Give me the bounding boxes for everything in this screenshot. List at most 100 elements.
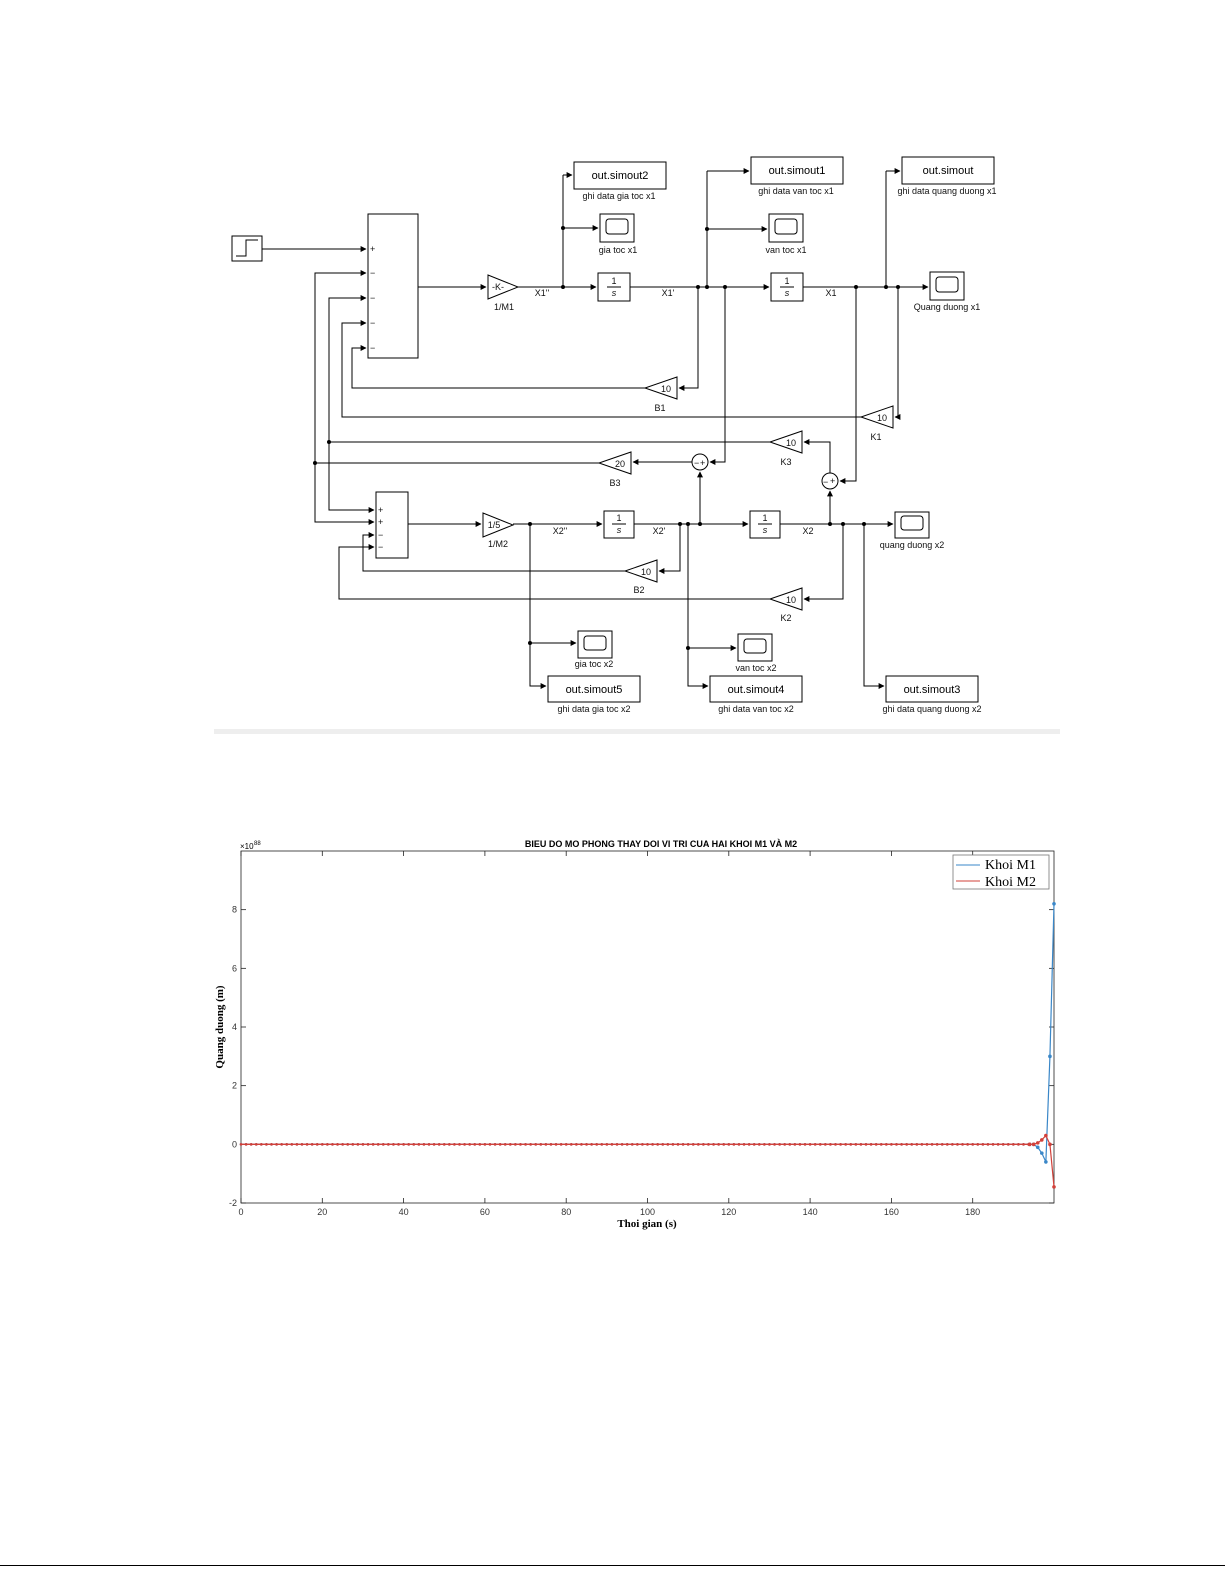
- series-2-baseline-marker: [381, 1143, 385, 1146]
- gain-k3-text: 10: [786, 438, 796, 448]
- to-workspace-simout3[interactable]: [885, 675, 979, 703]
- simout5-label: out.simout5: [566, 684, 623, 696]
- series-2-baseline-marker: [793, 1143, 797, 1146]
- x-tick-label: 180: [965, 1207, 980, 1217]
- series-2-baseline-marker: [890, 1143, 893, 1146]
- to-workspace-simout2[interactable]: [573, 161, 667, 190]
- series-2-baseline-marker: [625, 1143, 629, 1146]
- gain-b1-block[interactable]: [643, 376, 678, 400]
- label-ghi-quang-duong-x1: ghi data quang duong x1: [897, 186, 996, 196]
- sum2-sign-2: +: [378, 517, 383, 527]
- scope-quang-duong-x1[interactable]: [929, 271, 965, 301]
- series-2-baseline-marker: [331, 1143, 334, 1146]
- series-2-baseline-marker: [473, 1143, 477, 1146]
- series-2-baseline-marker: [940, 1143, 944, 1146]
- series-2-baseline-marker: [859, 1143, 863, 1146]
- series-2-baseline-marker: [874, 1143, 878, 1146]
- integrator-den-2: s: [785, 288, 790, 298]
- series-2-baseline-marker: [580, 1143, 583, 1146]
- gain-b2-text: 10: [641, 567, 651, 577]
- series-2-baseline-marker: [661, 1143, 665, 1146]
- series-2-baseline-marker: [676, 1143, 680, 1146]
- to-workspace-simout[interactable]: [901, 156, 995, 185]
- series-2-baseline-marker: [336, 1143, 339, 1146]
- label-ghi-van-toc-x2: ghi data van toc x2: [718, 704, 794, 714]
- series-2-baseline-marker: [437, 1143, 441, 1146]
- series-2-baseline-marker: [305, 1143, 309, 1146]
- y-tick-label: 8: [232, 905, 237, 915]
- gain-1-m2-block[interactable]: [482, 512, 515, 538]
- series-2-baseline-marker: [280, 1143, 283, 1146]
- series-2-baseline-marker: [981, 1143, 985, 1146]
- series-2-baseline-marker: [544, 1143, 548, 1146]
- gain-b2-block[interactable]: [623, 559, 658, 583]
- to-workspace-simout1[interactable]: [750, 156, 844, 185]
- scope-van-toc-x1[interactable]: [768, 213, 804, 243]
- scope-gia-toc-x2[interactable]: [577, 630, 613, 659]
- y-axis-label: Quang duong (m): [214, 985, 226, 1068]
- signal-x1d: X1': [662, 288, 675, 298]
- sum1-sign-3: −: [370, 293, 375, 303]
- sum2-sign-3: −: [378, 530, 383, 540]
- x-tick-label: 100: [640, 1207, 655, 1217]
- series-2-baseline-marker: [564, 1143, 568, 1146]
- x-axis-label: Thoi gian (s): [617, 1218, 677, 1230]
- label-quang-duong-x2: quang duong x2: [880, 540, 945, 550]
- series-2-baseline-marker: [392, 1143, 395, 1146]
- gain-1-m1-block[interactable]: [487, 274, 520, 300]
- to-workspace-simout4[interactable]: [709, 675, 803, 703]
- series-2-baseline-marker: [910, 1143, 914, 1146]
- series-2-baseline-marker: [600, 1143, 604, 1146]
- series-2-baseline-marker: [905, 1143, 908, 1146]
- gain-k2-block[interactable]: [768, 587, 803, 611]
- series-2-baseline-marker: [569, 1143, 573, 1146]
- to-workspace-simout5[interactable]: [547, 675, 641, 703]
- series-2-baseline-marker: [315, 1143, 319, 1146]
- series-2-baseline-marker: [732, 1143, 736, 1146]
- scope-gia-toc-x1[interactable]: [599, 213, 635, 243]
- series-2-baseline-marker: [285, 1143, 289, 1146]
- gain-k3-block[interactable]: [768, 430, 803, 454]
- label-b1: B1: [654, 403, 665, 413]
- series-2-baseline-marker: [813, 1143, 817, 1146]
- legend-label-m2: Khoi M2: [985, 875, 1036, 890]
- circle1-sign-plus: +: [700, 458, 705, 468]
- series-1-point: [1040, 1151, 1044, 1155]
- series-2-baseline-marker: [575, 1143, 578, 1146]
- series-2-baseline-marker: [376, 1143, 380, 1146]
- y-tick-label: 4: [232, 1022, 237, 1032]
- sum-block-m2[interactable]: [375, 491, 409, 559]
- label-ghi-quang-duong-x2: ghi data quang duong x2: [882, 704, 981, 714]
- series-2-baseline-marker: [818, 1143, 822, 1146]
- series-2-baseline-marker: [341, 1143, 344, 1146]
- legend-label-m1: Khoi M1: [985, 858, 1036, 873]
- series-2-point: [1044, 1133, 1048, 1138]
- series-2-baseline-marker: [971, 1143, 974, 1146]
- series-2-baseline-marker: [310, 1143, 314, 1146]
- series-2-baseline-marker: [1006, 1143, 1010, 1146]
- step-source-block[interactable]: [231, 235, 263, 262]
- scope-quang-duong-x2[interactable]: [894, 511, 930, 539]
- series-2-baseline-marker: [519, 1143, 522, 1146]
- series-2-baseline-marker: [824, 1143, 827, 1146]
- series-2-baseline-marker: [925, 1143, 929, 1146]
- series-2-baseline-marker: [996, 1143, 1000, 1146]
- series-2-baseline-marker: [254, 1143, 258, 1146]
- label-van-toc-x1: van toc x1: [765, 245, 806, 255]
- scope-van-toc-x2[interactable]: [737, 633, 773, 662]
- label-m2: 1/M2: [488, 539, 508, 549]
- series-2-baseline-marker: [351, 1143, 355, 1146]
- series-2-baseline-marker: [945, 1143, 949, 1146]
- series-2-baseline-marker: [366, 1143, 370, 1146]
- gain-b3-block[interactable]: [597, 451, 632, 475]
- gain-k1-block[interactable]: [859, 405, 894, 429]
- y-tick-label: 6: [232, 963, 237, 973]
- gain-b3-text: 20: [615, 459, 625, 469]
- y-exponent-power: 88: [254, 841, 261, 847]
- series-2-baseline-marker: [326, 1143, 329, 1146]
- series-2-baseline-marker: [788, 1143, 792, 1146]
- sum-block-m1[interactable]: [367, 213, 419, 359]
- series-2-baseline-marker: [290, 1143, 294, 1146]
- series-2-baseline-marker: [966, 1143, 969, 1146]
- series-2-point: [1031, 1142, 1036, 1147]
